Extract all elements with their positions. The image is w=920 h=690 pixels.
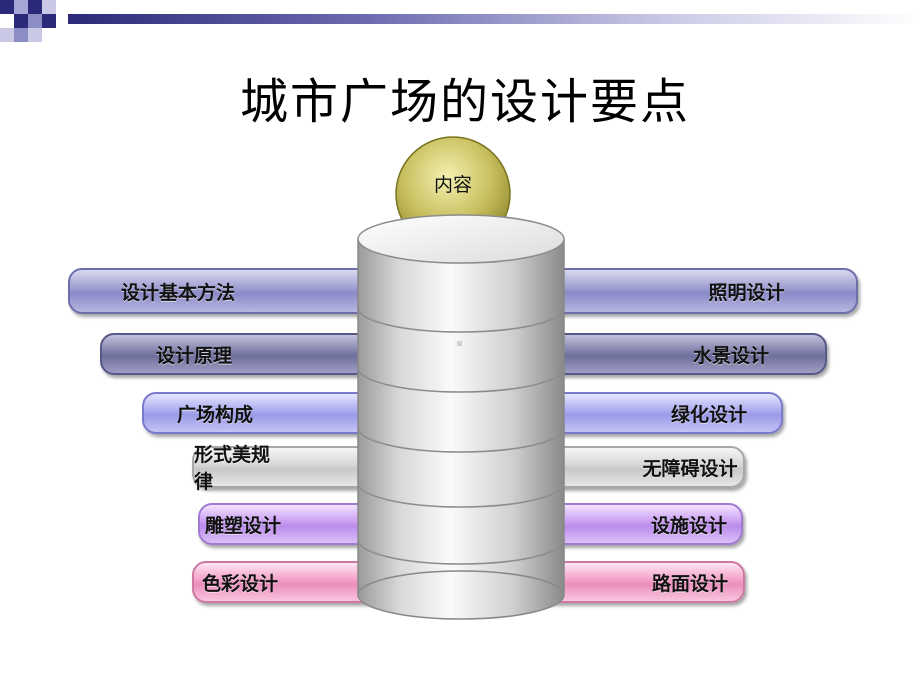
cylinder-stack <box>357 214 565 620</box>
right-item-1: 照明设计 <box>525 268 858 314</box>
left-item-1: 设计基本方法 <box>68 268 398 314</box>
header-bar <box>68 14 920 24</box>
content-label: 内容 <box>433 174 472 196</box>
slide-title: 城市广场的设计要点 <box>239 74 690 130</box>
left-item-3: 广场构成 <box>142 392 398 434</box>
right-item-3: 绿化设计 <box>525 392 783 434</box>
right-item-2: 水景设计 <box>525 333 827 375</box>
left-item-2: 设计原理 <box>100 333 398 375</box>
corner-squares-decoration <box>0 0 56 42</box>
